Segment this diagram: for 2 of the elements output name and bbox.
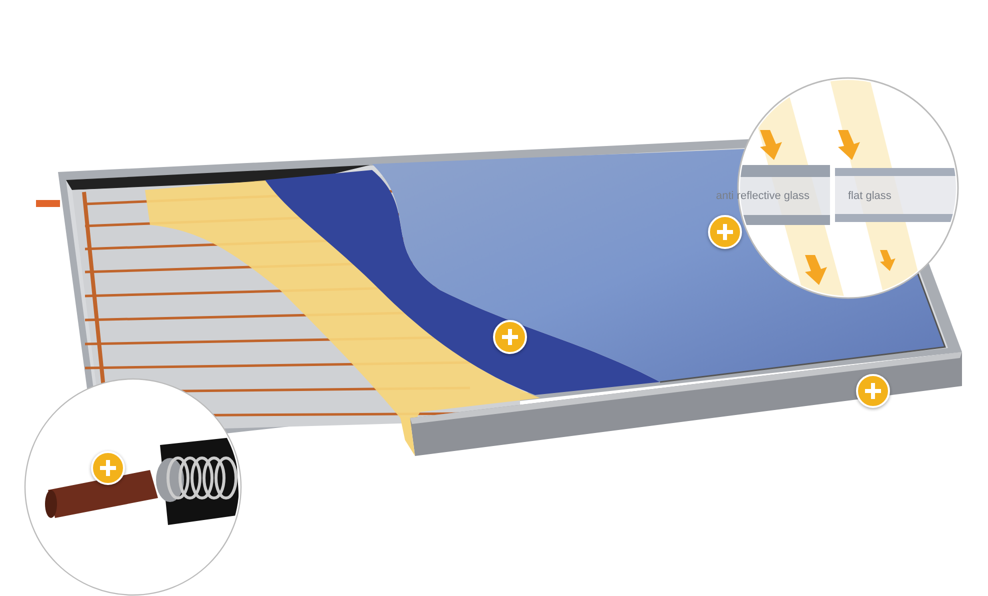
glass-label: anti reflective glass	[716, 191, 810, 202]
glass-label: flat glass	[848, 191, 892, 202]
